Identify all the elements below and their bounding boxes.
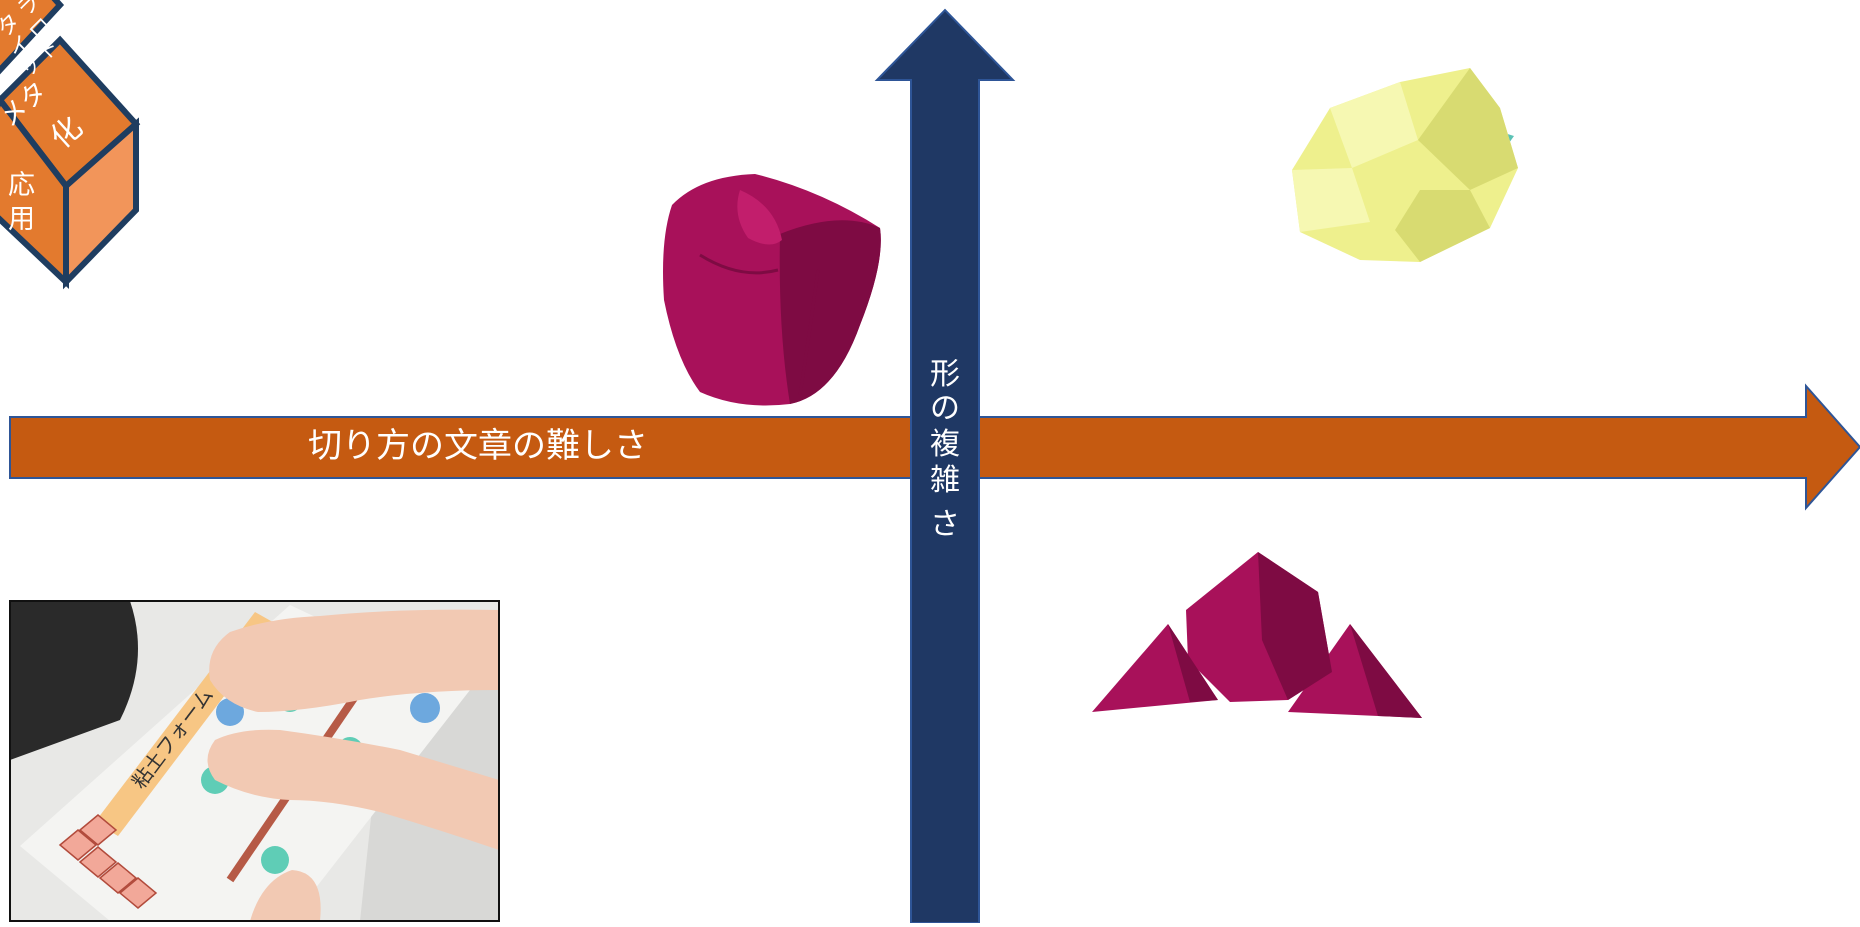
photo-hand-lower — [207, 729, 499, 850]
magenta-clay-cube — [663, 174, 881, 406]
magenta-triangle-left — [1092, 624, 1218, 712]
yellow-poly-facet-right — [1418, 68, 1518, 190]
magenta-cube-crease-1 — [699, 253, 779, 275]
photo-clay-blue-2 — [410, 693, 440, 723]
photo-cube-4 — [118, 877, 158, 909]
horizontal-axis-label: 切り方の文章の難しさ — [308, 426, 648, 466]
magenta-center-shade — [1258, 552, 1332, 700]
logo-text-you: 用 — [8, 204, 35, 235]
photo-hands — [207, 609, 499, 921]
yellow-clay-polyhedron — [1292, 68, 1518, 262]
photo-cube-5 — [78, 814, 118, 846]
photo-sleeve — [10, 601, 138, 760]
magenta-triangle-right-shade — [1350, 624, 1422, 718]
logo-cube-upper-face — [0, 0, 65, 75]
photo-cube-2 — [78, 846, 118, 878]
photo-hand-bottom — [250, 870, 321, 921]
yellow-poly-facet-bottom — [1395, 190, 1490, 262]
magenta-clay-triangles — [1092, 552, 1422, 718]
photo-hand-upper — [209, 609, 499, 712]
magenta-cube-crease-2 — [798, 269, 820, 396]
vertical-axis-label-char-5: さ — [930, 507, 960, 542]
vertical-axis-label-char-4: 雑 — [930, 463, 960, 498]
magenta-cube-fold — [737, 190, 782, 245]
vertical-axis-label-char-1: 形 — [930, 357, 960, 392]
vertical-axis-arrow — [874, 8, 1016, 924]
vertical-axis-label-char-3: 複 — [930, 427, 960, 462]
logo-text-ou: 応 — [8, 170, 35, 201]
magenta-triangle-left-shade — [1168, 624, 1218, 702]
logo-cube-right-face — [63, 117, 139, 290]
yellow-poly-facet-top — [1330, 82, 1418, 168]
vertical-axis-label: 形 の 複 雑 さ — [930, 357, 960, 542]
photo-border — [9, 600, 500, 922]
photo-cube-icons — [58, 814, 158, 909]
vertical-axis: 形 の 複 雑 さ — [874, 8, 1016, 924]
photo-cube-1 — [58, 829, 98, 861]
photo-clay-teal-5 — [261, 846, 289, 874]
logo-cube: タ ラ イ ロ ッ ト メタ 化 応 用 — [0, 0, 141, 290]
yellow-poly-facet-left — [1292, 168, 1370, 232]
photo-cube-3 — [98, 862, 138, 894]
vertical-axis-label-char-2: の — [930, 391, 960, 426]
classroom-photo: 粘土フォーム — [9, 600, 500, 922]
photo-clay-blue-3 — [216, 698, 244, 726]
magenta-cube-shade-right — [779, 220, 881, 404]
